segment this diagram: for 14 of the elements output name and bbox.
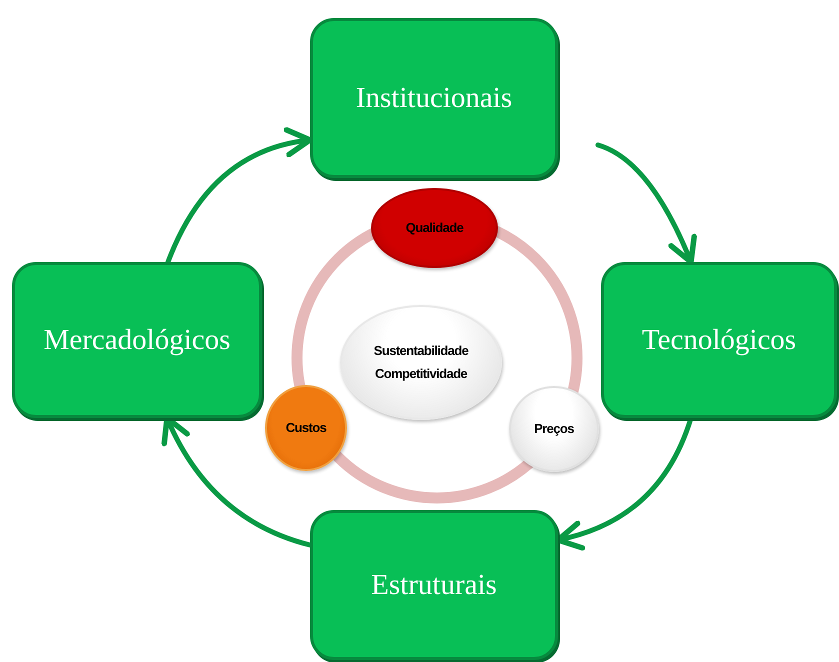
- ellipse-node: [265, 385, 347, 471]
- process-box: [310, 510, 558, 660]
- node-label: Sustentabilidade Competitividade: [372, 342, 470, 383]
- node-label: Mercadológicos: [44, 324, 230, 356]
- node-label: Estruturais: [371, 568, 497, 602]
- node-label: Qualidade: [406, 218, 464, 237]
- node-label: Institucionais: [356, 82, 512, 114]
- curved-arrow: [596, 142, 697, 265]
- node-label: Preços: [534, 420, 574, 438]
- process-box: [601, 262, 837, 418]
- node-label: Tecnológicos: [642, 324, 796, 356]
- process-box: [12, 262, 262, 418]
- node-label: Custos: [286, 418, 326, 437]
- process-box: [310, 18, 558, 178]
